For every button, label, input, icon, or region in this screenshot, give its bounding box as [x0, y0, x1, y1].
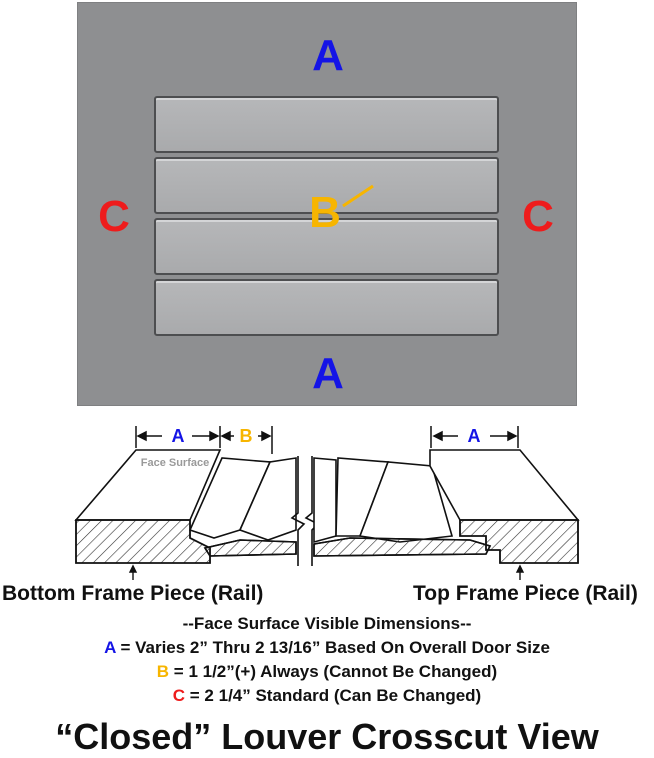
label-c-left: C	[98, 192, 130, 241]
louver-slat	[154, 96, 499, 153]
slat-profiles-left	[188, 457, 297, 557]
bottom-rail	[74, 449, 222, 564]
dimension-c-text: = 2 1/4” Standard (Can Be Changed)	[185, 686, 482, 705]
label-a-top: A	[312, 31, 344, 80]
dimension-b-key: B	[156, 662, 170, 681]
top-rail	[429, 449, 580, 564]
b-pointer-line	[342, 184, 374, 208]
dimension-b-text: = 1 1/2”(+) Always (Cannot Be Changed)	[169, 662, 498, 681]
break-line	[290, 456, 320, 566]
dimension-c-line: C = 2 1/4” Standard (Can Be Changed)	[0, 686, 654, 706]
dim-b-label: B	[240, 426, 253, 446]
bottom-rail-label: Bottom Frame Piece (Rail)	[2, 582, 264, 605]
diagram-title: “Closed” Louver Crosscut View	[55, 716, 599, 757]
louver-panel: A C C A B	[77, 2, 577, 406]
louver-slat	[154, 157, 499, 214]
label-b-center: B	[309, 188, 341, 237]
dimension-b-line: B = 1 1/2”(+) Always (Cannot Be Changed)	[0, 662, 654, 682]
label-c-right: C	[522, 192, 554, 241]
dim-a-left-label: A	[172, 426, 185, 446]
dim-a-right-label: A	[468, 426, 481, 446]
dimension-c-key: C	[172, 686, 186, 705]
louver-slat	[154, 218, 499, 275]
label-a-bottom: A	[312, 349, 344, 398]
dimension-a-key: A	[104, 638, 116, 657]
slat-profiles-right	[313, 457, 492, 557]
top-rail-label: Top Frame Piece (Rail)	[413, 582, 638, 605]
dimension-a-line: A = Varies 2” Thru 2 13/16” Based On Ove…	[0, 638, 654, 658]
crosscut-diagram: A B A Face Surface	[74, 426, 580, 580]
dimension-a-text: = Varies 2” Thru 2 13/16” Based On Overa…	[115, 638, 550, 657]
face-surface-label: Face Surface	[141, 457, 209, 469]
dimensions-heading: --Face Surface Visible Dimensions--	[182, 614, 472, 633]
louver-slat	[154, 279, 499, 336]
